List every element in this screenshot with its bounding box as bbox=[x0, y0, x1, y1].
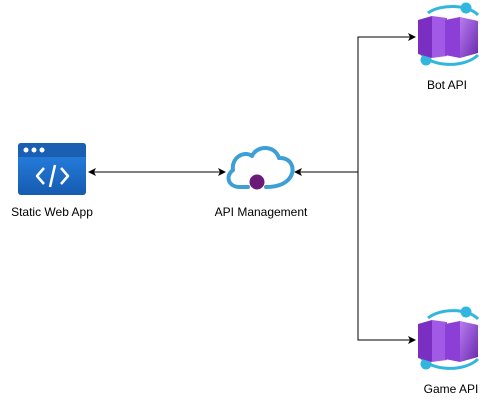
node-api-management[interactable]: API Management bbox=[215, 146, 308, 219]
node-static-web-app[interactable]: Static Web App bbox=[11, 143, 93, 219]
node-game-api[interactable]: Game API bbox=[418, 306, 480, 397]
node-label-bot-api: Bot API bbox=[427, 78, 467, 92]
container-app-icon bbox=[418, 306, 480, 370]
node-label-static-web-app: Static Web App bbox=[11, 205, 93, 219]
edge-bot-apim bbox=[294, 33, 416, 176]
node-label-game-api: Game API bbox=[424, 382, 479, 396]
edges bbox=[88, 33, 416, 344]
node-label-api-management: API Management bbox=[215, 205, 308, 219]
api-management-cloud-icon bbox=[226, 146, 295, 190]
edge-game-apim bbox=[357, 172, 416, 344]
container-app-icon bbox=[418, 2, 480, 66]
node-bot-api[interactable]: Bot API bbox=[418, 2, 480, 93]
static-web-app-icon bbox=[18, 143, 86, 195]
